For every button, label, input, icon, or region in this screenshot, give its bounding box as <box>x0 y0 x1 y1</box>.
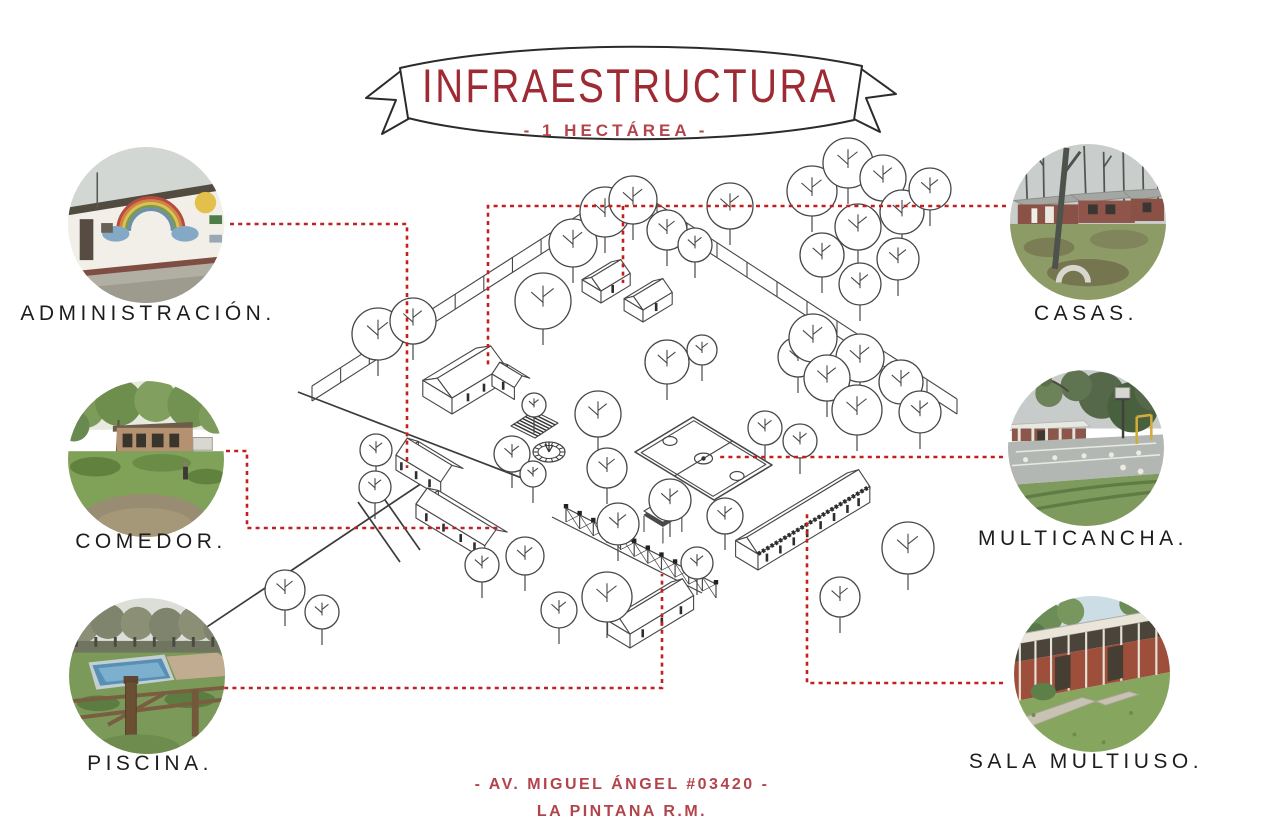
photo-connectors <box>216 204 1006 690</box>
tree <box>493 435 531 488</box>
tree <box>706 497 744 550</box>
footer-city: LA PINTANA R.M. <box>536 803 708 820</box>
page-title: INFRAESTRUCTURA <box>422 59 838 112</box>
tree <box>786 165 838 232</box>
tree <box>596 502 640 561</box>
connector-sala-multiuso <box>805 512 1003 685</box>
tree <box>898 390 942 449</box>
connector-administracion <box>230 222 409 468</box>
tree <box>819 576 861 633</box>
sala-multiuso-photo <box>1014 596 1170 752</box>
tree <box>878 359 924 420</box>
tree <box>838 262 882 321</box>
tree <box>859 154 907 217</box>
tree <box>389 297 437 360</box>
administracion-photo-image <box>68 147 224 303</box>
tree <box>788 313 838 378</box>
tree <box>464 547 500 598</box>
tree <box>876 237 920 296</box>
tree <box>677 227 713 278</box>
multicancha-photo-image <box>1008 370 1164 526</box>
piscina-photo <box>69 598 225 754</box>
tree <box>803 354 851 417</box>
tree <box>608 175 658 240</box>
trees <box>264 137 952 645</box>
sala-multiuso-photo-image <box>1014 596 1170 752</box>
legend-label-comedor: COMEDOR. <box>75 530 227 553</box>
legend-label-casas: CASAS. <box>1033 302 1139 325</box>
perimeter-fence <box>311 183 958 415</box>
legend-label-multicancha: MULTICANCHA. <box>978 527 1188 550</box>
tree <box>514 272 572 345</box>
tree <box>548 218 598 283</box>
tree <box>351 307 405 376</box>
tree <box>831 384 883 451</box>
legend-label-administracion: ADMINISTRACIÓN. <box>20 302 276 325</box>
tree <box>680 546 714 595</box>
tree <box>519 460 547 503</box>
connector-comedor <box>226 449 499 530</box>
tree <box>644 339 690 400</box>
comedor-photo <box>68 381 224 537</box>
tree <box>834 203 882 266</box>
connector-casas <box>486 204 1006 365</box>
administracion-photo <box>68 147 224 303</box>
tree <box>879 189 925 250</box>
title-banner-ribbon <box>365 45 897 141</box>
comedor-photo-image <box>68 381 224 537</box>
tree <box>581 571 633 638</box>
tree <box>908 167 952 226</box>
tree <box>686 334 718 381</box>
tree <box>777 336 819 393</box>
footer-address: - AV. MIGUEL ÁNGEL #03420 - <box>474 776 770 793</box>
tree <box>835 333 885 398</box>
tree <box>574 390 622 453</box>
tree <box>586 447 628 504</box>
page-subtitle: - 1 HECTÁREA - <box>523 121 709 140</box>
basketball-court <box>634 416 773 501</box>
tree <box>304 594 340 645</box>
tree <box>646 209 688 266</box>
tree <box>799 232 845 293</box>
tree <box>359 433 393 482</box>
multicancha-photo <box>1008 370 1164 526</box>
tree <box>881 521 935 590</box>
tree <box>358 470 392 519</box>
tree <box>706 182 754 245</box>
tree <box>648 478 692 537</box>
legend-label-sala-multiuso: SALA MULTIUSO. <box>968 750 1204 773</box>
legend-label-piscina: PISCINA. <box>87 752 213 775</box>
kiosk <box>643 499 683 544</box>
tree <box>264 569 306 626</box>
casas-photo <box>1010 144 1166 300</box>
tree <box>505 536 545 591</box>
tree <box>782 423 818 474</box>
tree <box>747 410 783 461</box>
tree <box>579 186 631 253</box>
tree <box>521 392 547 433</box>
pergola-walkway <box>551 504 719 599</box>
plaza-fountain <box>510 410 566 463</box>
piscina-photo-image <box>69 598 225 754</box>
tree <box>540 591 578 644</box>
casas-photo-image <box>1010 144 1166 300</box>
tree <box>822 137 874 204</box>
connector-piscina <box>216 574 664 690</box>
buildings <box>395 259 871 649</box>
